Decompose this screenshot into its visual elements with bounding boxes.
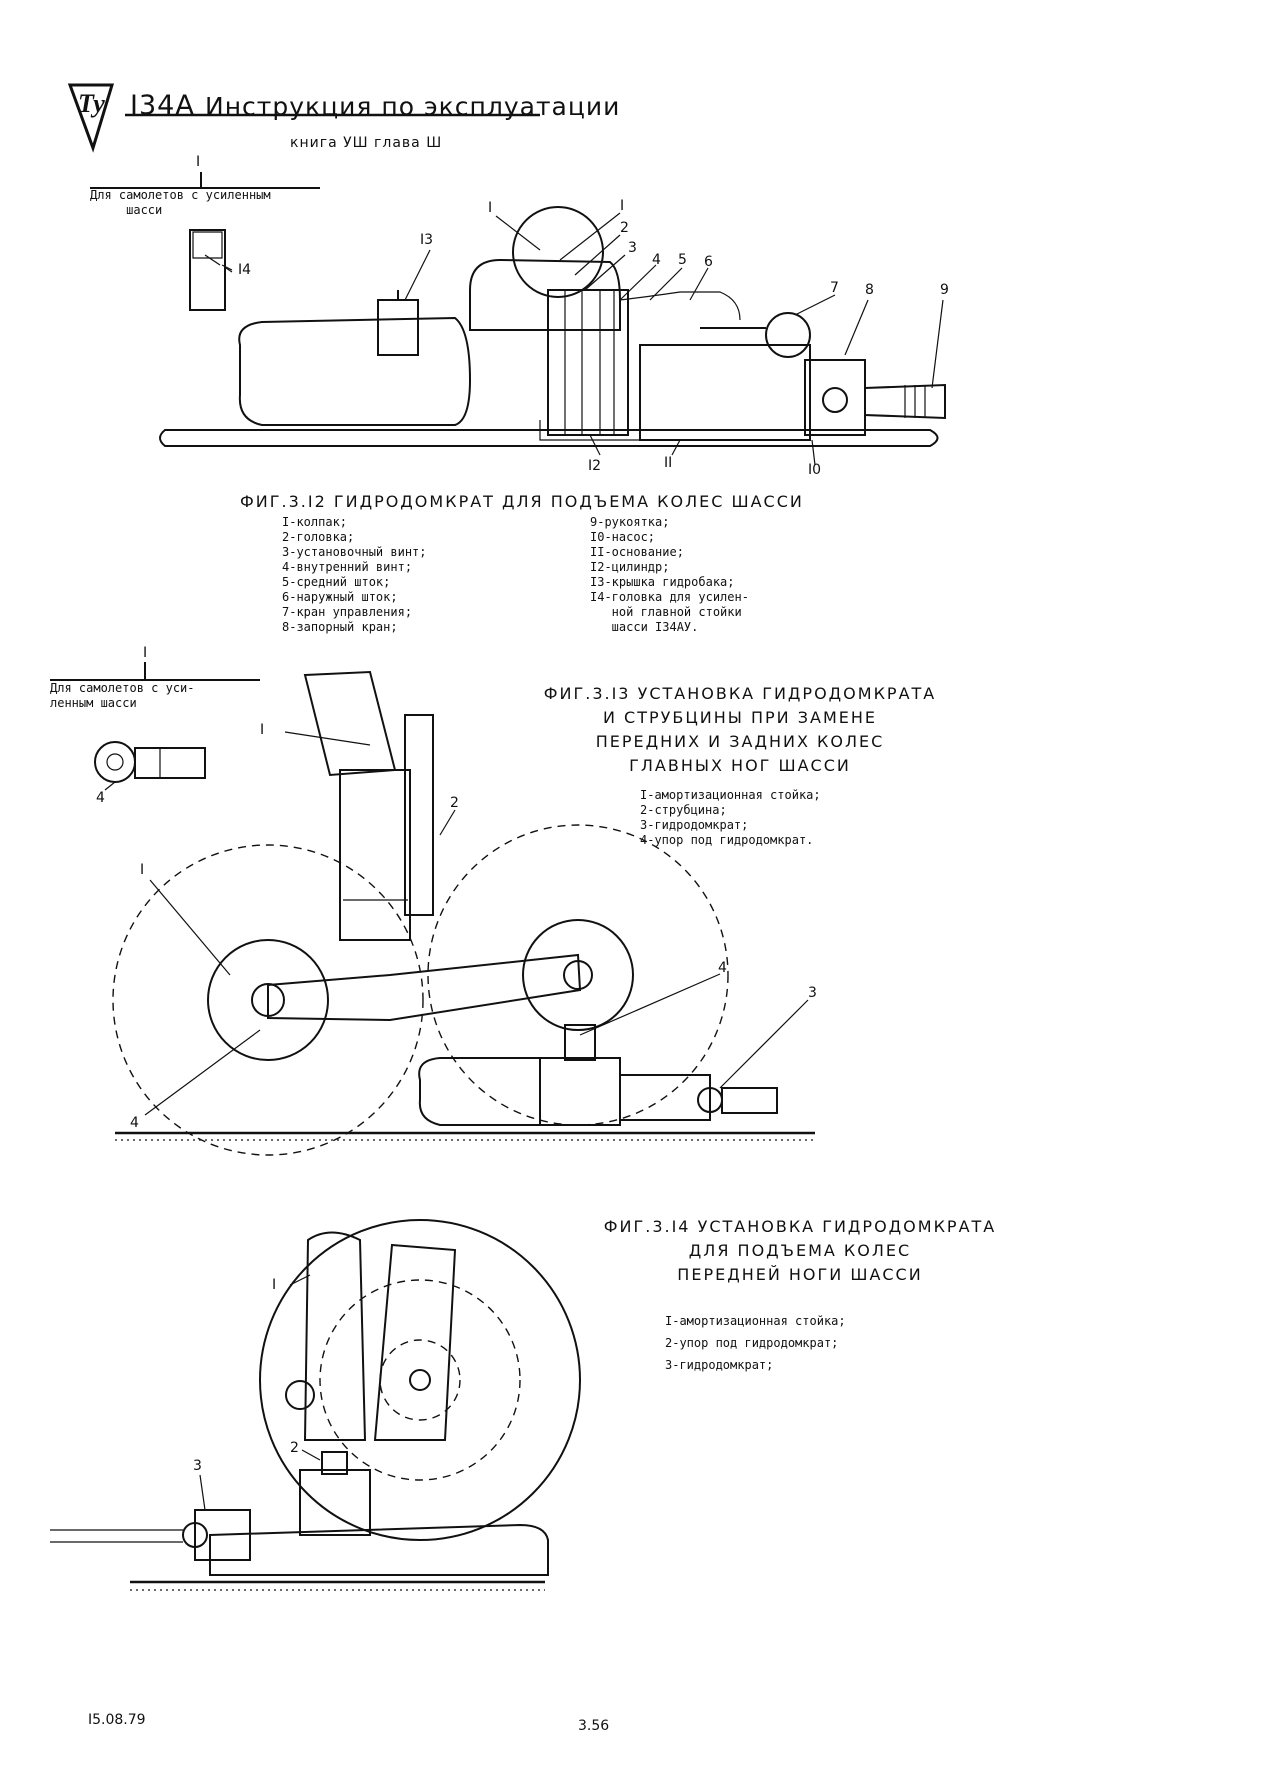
- fig12-legend-item: 4-внутренний винт;: [282, 560, 413, 574]
- fig12-callout-12: I2: [588, 458, 602, 474]
- fig13-caption-line: И СТРУБЦИНЫ ПРИ ЗАМЕНЕ: [603, 708, 877, 727]
- fig13-inset-number: I: [143, 645, 148, 661]
- fig14-caption-line: ДЛЯ ПОДЪЕМА КОЛЕС: [688, 1241, 912, 1260]
- fig12-callout-11: II: [664, 455, 673, 471]
- fig13-inset-callout-4: 4: [96, 790, 105, 806]
- fig12-legend-item: I3-крышка гидробака;: [590, 575, 735, 589]
- book-chapter: книга УШ глава Ш: [290, 135, 443, 151]
- fig12-callout-13: I3: [420, 232, 434, 248]
- fig12-callout-1b: I: [620, 198, 625, 214]
- fig12-legend-right: 9-рукоятка; I0-насос; II-основание; I2-ц…: [590, 515, 749, 635]
- fig12-callout-8: 8: [865, 282, 874, 298]
- fig13-callout-2: 2: [450, 795, 459, 811]
- fig14-callout-2: 2: [290, 1440, 299, 1456]
- fig12-legend-item: шасси I34АУ.: [590, 620, 699, 634]
- fig12-legend-item: I-колпак;: [282, 515, 348, 529]
- fig14-caption: ФИГ.3.I4 УСТАНОВКА ГИДРОДОМКРАТА ДЛЯ ПОД…: [600, 1215, 1000, 1287]
- fig14-legend-item: I-амортизационная стойка;: [665, 1314, 846, 1328]
- fig12-legend-item: 9-рукоятка;: [590, 515, 670, 529]
- fig12-legend-item: I0-насос;: [590, 530, 656, 544]
- fig12-callout-10: I0: [808, 462, 822, 478]
- fig12-callout-7: 7: [830, 280, 839, 296]
- fig12-legend-item: II-основание;: [590, 545, 684, 559]
- fig12-legend-item: ной главной стойки: [590, 605, 742, 619]
- svg-text:Ту: Ту: [78, 89, 105, 118]
- fig13-legend: I-амортизационная стойка; 2-струбцина; 3…: [640, 788, 821, 848]
- fig12-legend-item: 7-кран управления;: [282, 605, 413, 619]
- fig14-callout-1: I: [272, 1277, 277, 1293]
- fig12-legend-left: I-колпак; 2-головка; 3-установочный винт…: [282, 515, 427, 635]
- fig12-inset-note: Для самолетов с усиленным шасси: [90, 188, 271, 217]
- fig14-caption-line: ПЕРЕДНЕЙ НОГИ ШАССИ: [677, 1265, 923, 1284]
- fig14-legend-item: 2-упор под гидродомкрат;: [665, 1336, 839, 1350]
- fig14-legend-item: 3-гидродомкрат;: [665, 1358, 774, 1372]
- fig12-callout-3: 3: [628, 240, 637, 256]
- fig13-caption: ФИГ.3.I3 УСТАНОВКА ГИДРОДОМКРАТА И СТРУБ…: [530, 682, 950, 778]
- fig12-legend-item: 3-установочный винт;: [282, 545, 427, 559]
- fig12-legend-item: 6-наружный шток;: [282, 590, 398, 604]
- fig13-legend-item: 4-упор под гидродомкрат.: [640, 833, 814, 847]
- fig14-callout-3: 3: [193, 1458, 202, 1474]
- fig13-callout-1: I: [260, 722, 265, 738]
- fig13-callout-3: 3: [808, 985, 817, 1001]
- fig13-legend-item: 2-струбцина;: [640, 803, 727, 817]
- fig13-caption-line: ПЕРЕДНИХ И ЗАДНИХ КОЛЕС: [595, 732, 885, 751]
- footer-date: I5.08.79: [88, 1712, 146, 1728]
- fig14-legend: I-амортизационная стойка; 2-упор под гид…: [665, 1310, 846, 1376]
- fig13-caption-line: ФИГ.3.I3 УСТАНОВКА ГИДРОДОМКРАТА: [543, 684, 937, 703]
- fig12-callout-6: 6: [704, 254, 713, 270]
- fig12-callout-4: 4: [652, 252, 661, 268]
- fig12-caption: ФИГ.3.I2 ГИДРОДОМКРАТ ДЛЯ ПОДЪЕМА КОЛЕС …: [240, 492, 804, 511]
- fig13-legend-item: I-амортизационная стойка;: [640, 788, 821, 802]
- fig14-caption-line: ФИГ.3.I4 УСТАНОВКА ГИДРОДОМКРАТА: [603, 1217, 997, 1236]
- fig12-callout-9: 9: [940, 282, 949, 298]
- fig12-legend-item: 2-головка;: [282, 530, 355, 544]
- fig13-legend-item: 3-гидродомкрат;: [640, 818, 749, 832]
- fig12-legend-item: I4-головка для усилен-: [590, 590, 749, 604]
- fig13-caption-line: ГЛАВНЫХ НОГ ШАССИ: [629, 756, 851, 775]
- fig12-inset-number: I: [196, 154, 201, 170]
- fig12-legend-item: 5-средний шток;: [282, 575, 391, 589]
- fig13-inset-note: Для самолетов с уси- ленным шасси: [50, 681, 195, 710]
- fig12-callout-14: I4: [238, 262, 252, 278]
- fig12-callout-1: I: [488, 200, 493, 216]
- fig13-callout-4: 4: [718, 960, 727, 976]
- fig13-callout-1b: I: [140, 862, 145, 878]
- fig12-callout-2: 2: [620, 220, 629, 236]
- fig12-legend-item: 8-запорный кран;: [282, 620, 398, 634]
- fig12-callout-5: 5: [678, 252, 687, 268]
- page-number: 3.56: [578, 1718, 610, 1734]
- document-title: Инструкция по эксплуатации: [205, 92, 621, 121]
- fig13-callout-4b: 4: [130, 1115, 139, 1131]
- fig12-legend-item: I2-цилиндр;: [590, 560, 670, 574]
- aircraft-model: I34A: [130, 90, 195, 121]
